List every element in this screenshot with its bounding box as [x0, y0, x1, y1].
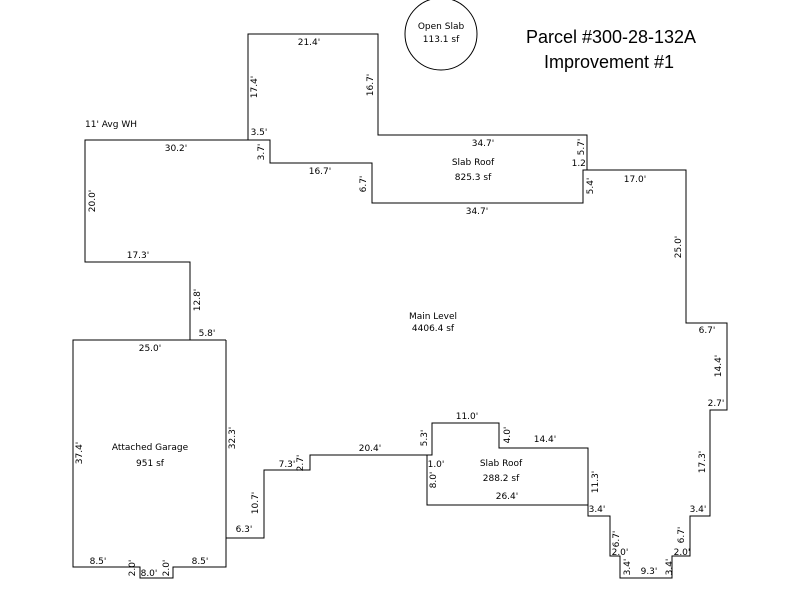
- dim-label: 6.7': [359, 176, 369, 193]
- open-slab-size: 113.1 sf: [423, 35, 460, 45]
- dim-label: 2.0': [162, 560, 172, 577]
- dim-label: 26.4': [496, 492, 519, 502]
- dim-label: 12.8': [193, 289, 203, 312]
- dim-label: 4.0': [503, 427, 513, 444]
- dim-label: 5.7': [577, 139, 587, 156]
- dim-label: 20.4': [359, 444, 382, 454]
- dim-label: 6.7': [612, 531, 622, 548]
- dim-label: 6.7': [677, 527, 687, 544]
- dim-label: 3.4': [665, 559, 675, 576]
- main-level-size: 4406.4 sf: [412, 324, 455, 334]
- dim-label: 8.5': [192, 557, 209, 567]
- dim-label: 5.3': [420, 430, 430, 447]
- dim-label: 2.7': [296, 455, 306, 472]
- dim-label: 7.3': [279, 460, 296, 470]
- main-level-name: Main Level: [409, 312, 457, 322]
- dim-label: 34.7': [466, 207, 489, 217]
- top-slab-roof-size: 825.3 sf: [455, 173, 492, 183]
- bottom-slab-roof-size: 288.2 sf: [483, 474, 520, 484]
- dim-label: 2.0': [128, 560, 138, 577]
- dim-label: 11.0': [456, 412, 479, 422]
- dim-label: 3.4': [690, 505, 707, 515]
- dim-label: 11.3': [591, 471, 601, 494]
- dim-label: 17.0': [624, 175, 647, 185]
- dim-label: 8.5': [90, 557, 107, 567]
- dim-label: 25.0': [139, 344, 162, 354]
- dim-label: 21.4': [298, 38, 321, 48]
- dim-label: 2.0': [674, 548, 691, 558]
- left-upper-outline: [84, 139, 248, 341]
- improvement-title: Improvement #1: [544, 52, 674, 72]
- dim-label: 8.0': [141, 569, 158, 579]
- top-slab-roof-name: Slab Roof: [452, 158, 495, 168]
- open-slab-name: Open Slab: [418, 22, 465, 32]
- dim-label: 14.4': [534, 435, 557, 445]
- dim-label: 5.8': [199, 329, 216, 339]
- dim-label: 17.3': [698, 451, 708, 474]
- dim-label: 3.4': [623, 559, 633, 576]
- dim-label: 17.3': [127, 251, 150, 261]
- dim-label: 16.7': [366, 74, 376, 97]
- main-outline: [226, 33, 728, 579]
- garage-name: Attached Garage: [112, 443, 189, 453]
- dim-label: 17.4': [250, 76, 260, 99]
- dim-label: 10.7': [251, 492, 261, 515]
- top-slab-roof-outline: [248, 139, 587, 204]
- dim-label: 2.0': [612, 548, 629, 558]
- dim-label: 20.0': [88, 190, 98, 213]
- dim-label: 2.7': [708, 399, 725, 409]
- dim-label: 30.2': [165, 144, 188, 154]
- dim-label: 3.4': [589, 505, 606, 515]
- dim-label: 1.2': [572, 159, 589, 169]
- garage-size: 951 sf: [136, 459, 165, 469]
- dim-label: 3.7': [257, 144, 267, 161]
- dim-label: 3.5': [251, 128, 268, 138]
- dim-label: 16.7': [309, 167, 332, 177]
- garage-outline: [72, 339, 227, 579]
- dim-label: 9.3': [641, 567, 658, 577]
- dim-label: 37.4': [75, 442, 85, 465]
- bottom-slab-roof-outline: [426, 455, 588, 506]
- dim-label: 8.0': [429, 472, 439, 489]
- dim-label: 6.7': [699, 326, 716, 336]
- dim-label: 1.0': [428, 460, 445, 470]
- open-slab-outline: [404, 0, 478, 71]
- dim-label: 32.3': [228, 427, 238, 450]
- dim-label: 14.4': [714, 355, 724, 378]
- dim-label: 25.0': [674, 236, 684, 259]
- dim-label: 6.3': [236, 525, 253, 535]
- bottom-slab-roof-name: Slab Roof: [480, 459, 523, 469]
- dim-label: 34.7': [472, 139, 495, 149]
- wall-height-note: 11' Avg WH: [85, 120, 137, 130]
- parcel-title: Parcel #300-28-132A: [526, 27, 696, 47]
- dim-label: 5.4': [586, 178, 596, 195]
